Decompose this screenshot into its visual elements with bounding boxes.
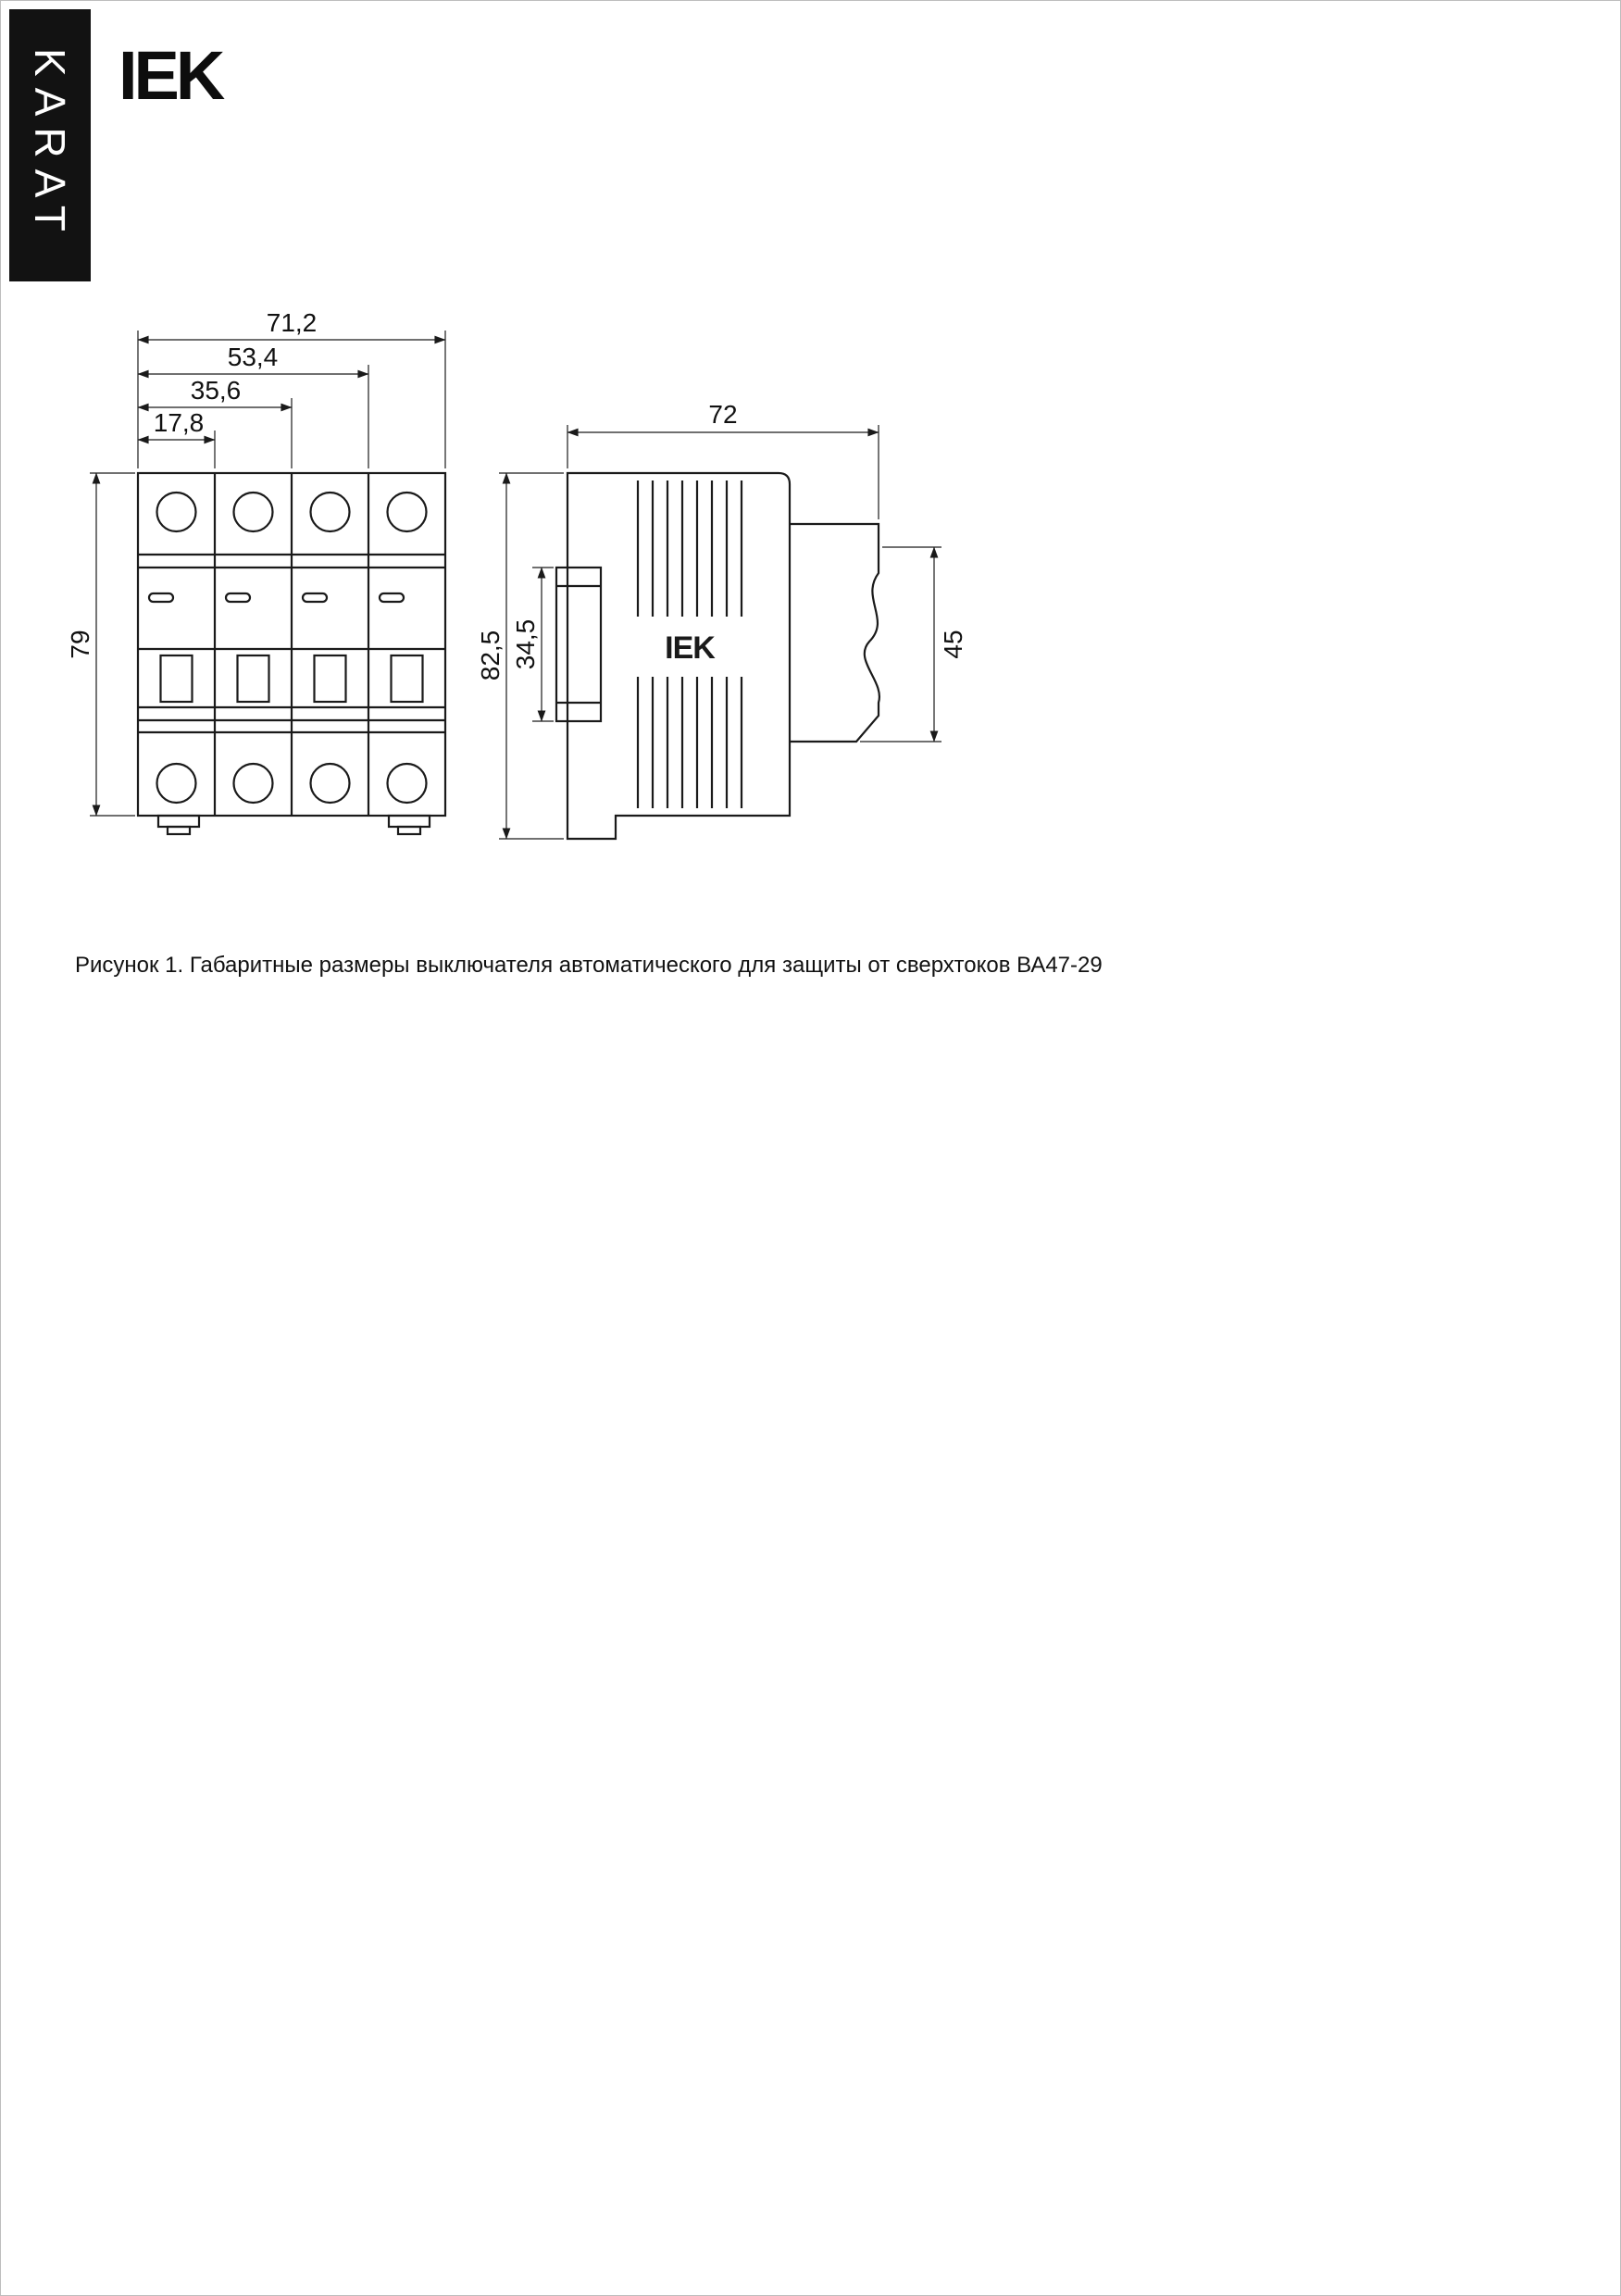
dim-label-front-height: 79 <box>66 630 94 658</box>
dimension-lines <box>90 331 941 840</box>
dim-label-clip-height: 34,5 <box>511 619 540 670</box>
dim-label-protrusion-height: 45 <box>939 630 967 658</box>
dimension-drawing: IEK <box>66 308 967 841</box>
brand-banner-text: KARAT <box>26 48 74 243</box>
dimension-labels: 71,2 53,4 35,6 17,8 79 72 82,5 34,5 45 <box>66 308 967 680</box>
iek-logo: IEK <box>118 37 225 114</box>
front-view-drawing <box>136 471 447 836</box>
side-view-drawing <box>555 471 881 841</box>
brand-banner: KARAT <box>9 9 91 281</box>
dim-label-two-modules: 35,6 <box>191 376 242 405</box>
dim-label-one-module: 17,8 <box>154 408 205 437</box>
dim-label-three-modules: 53,4 <box>228 343 279 371</box>
side-view-iek-logo: IEK <box>665 630 716 666</box>
dim-label-total-height: 82,5 <box>476 630 505 681</box>
dim-label-total-width: 71,2 <box>267 308 318 337</box>
figure-caption: Рисунок 1. Габаритные размеры выключател… <box>75 953 1103 978</box>
dim-label-depth: 72 <box>708 400 737 429</box>
